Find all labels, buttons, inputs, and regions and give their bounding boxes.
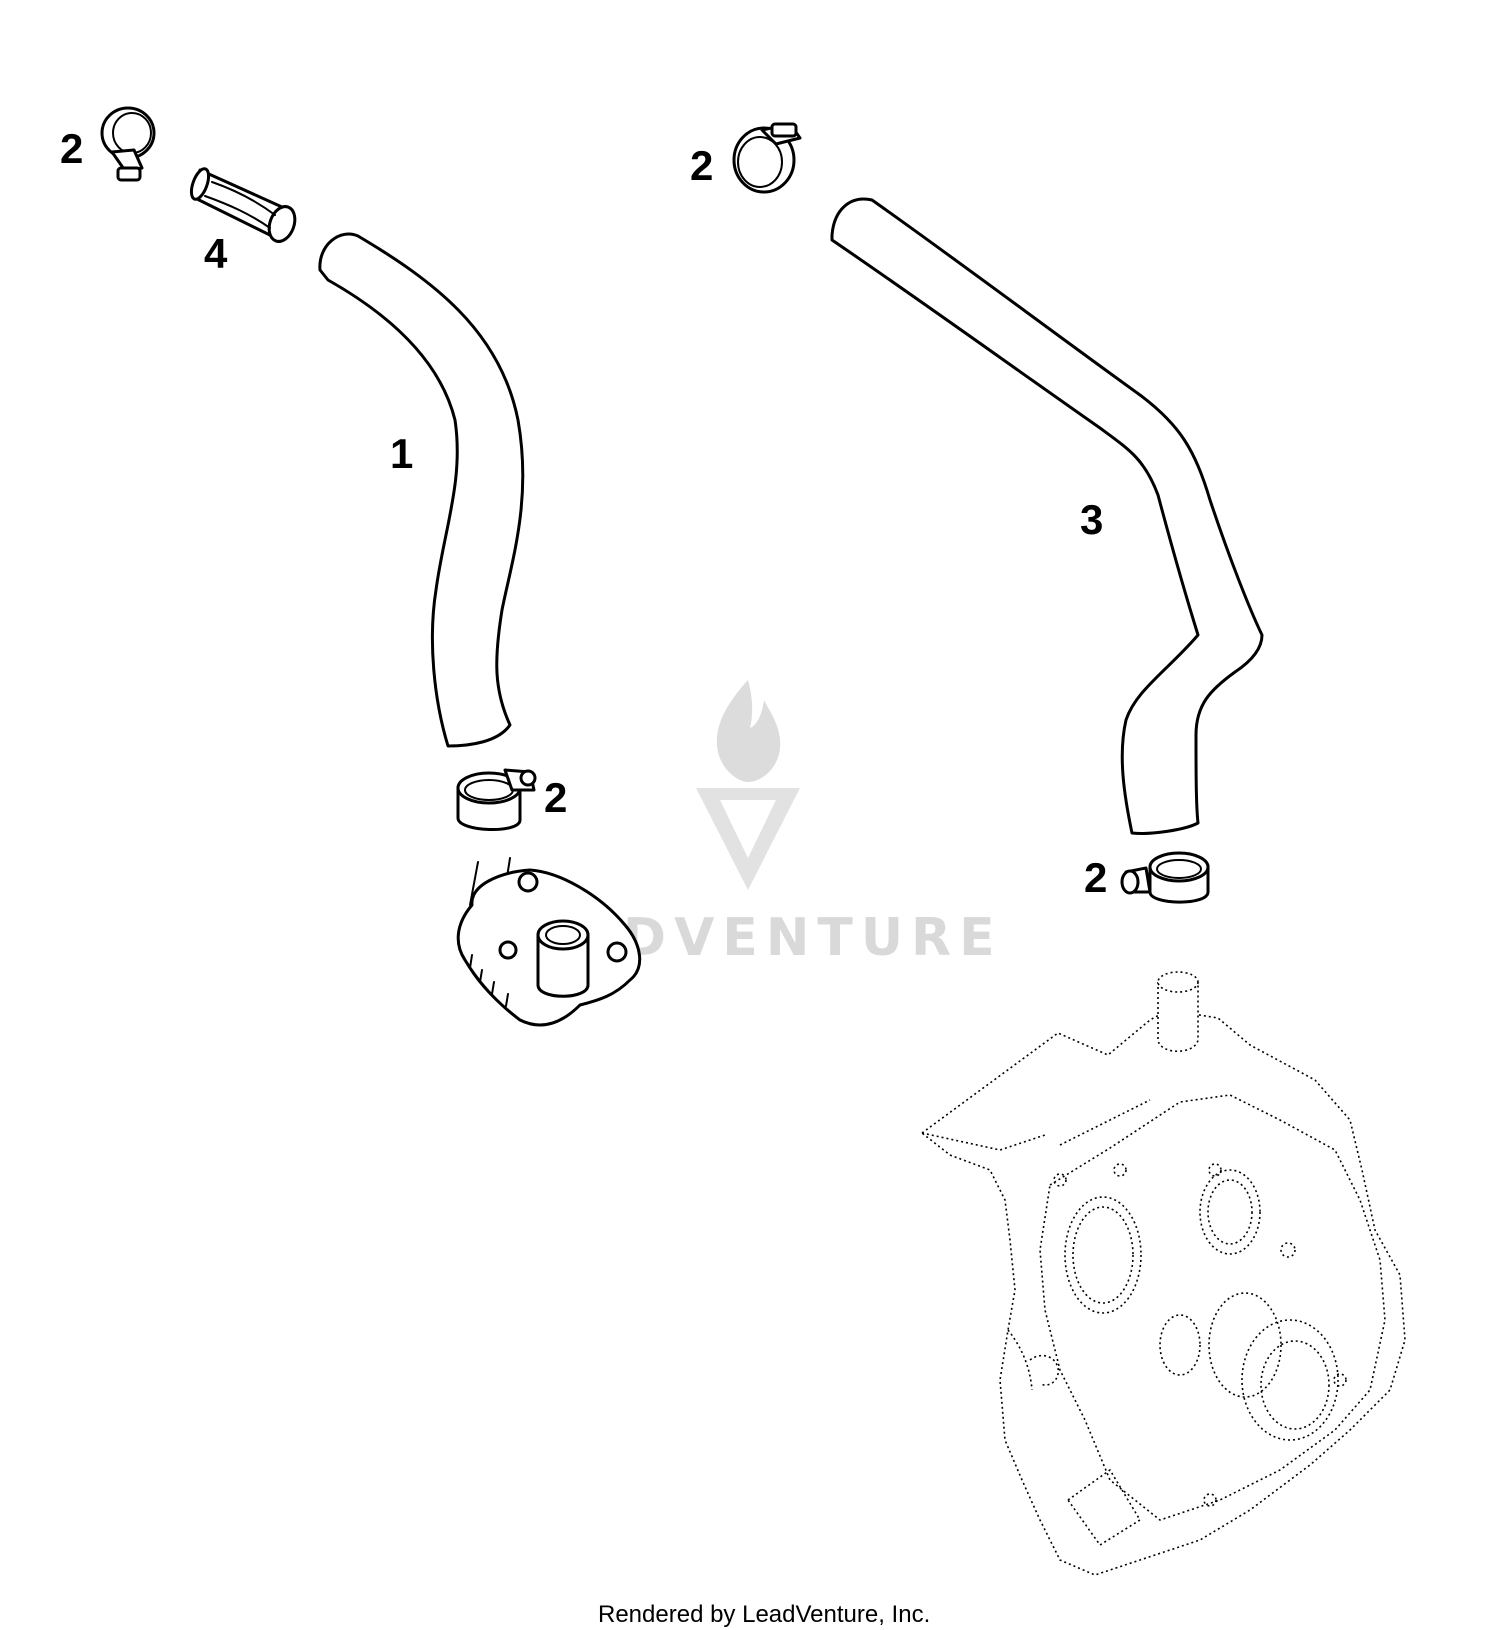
v-logo-icon [696,788,800,890]
hose-clamp-top-right [732,122,802,194]
hose-clamp-lower-right [1120,851,1210,904]
callout-clamp-lower-right: 2 [1084,854,1107,901]
callout-hose-right: 3 [1080,496,1103,543]
callout-clamp-middle: 2 [544,774,567,821]
sleeve-part-4 [189,167,297,243]
footer-credit: Rendered by LeadVenture, Inc. [598,1601,930,1628]
callout-clamp-top-left: 2 [60,125,83,172]
callout-sleeve: 4 [204,230,228,277]
water-pump-cover [456,857,642,1027]
flame-logo-icon [716,680,781,782]
hose-part-1 [318,232,525,748]
callout-hose-left: 1 [390,430,413,477]
hose-part-3 [830,197,1264,835]
hose-clamp-middle-left [456,768,537,831]
callout-clamp-top-right: 2 [690,142,713,189]
hose-clamp-top-left [100,106,156,182]
engine-crankcase [920,971,1406,1576]
